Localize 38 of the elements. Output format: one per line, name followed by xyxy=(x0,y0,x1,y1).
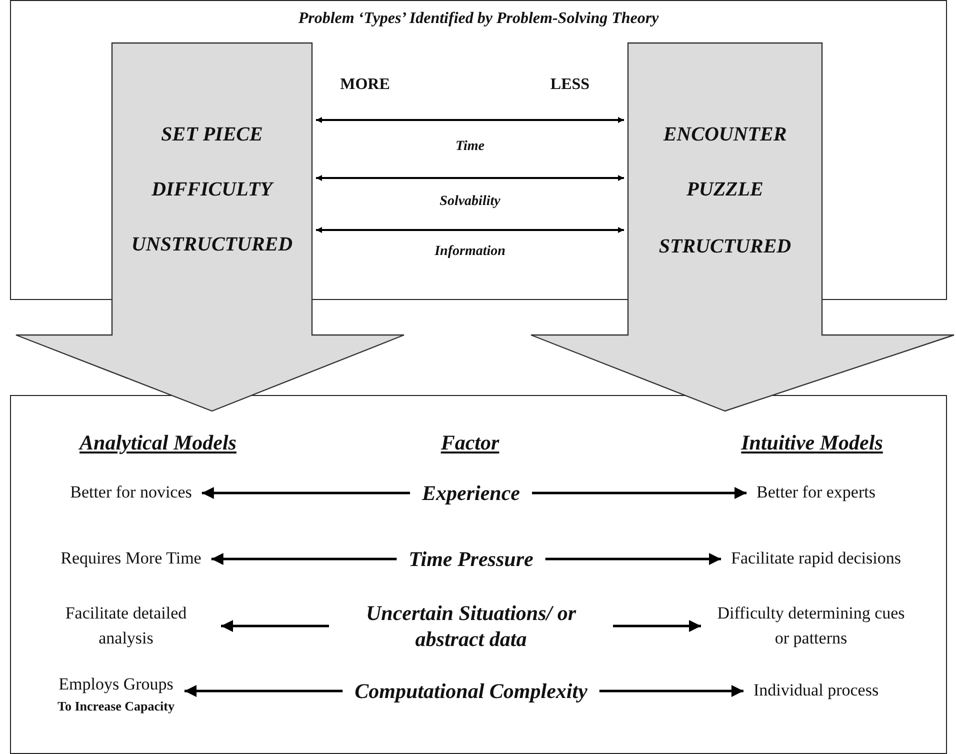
panel-title: Problem ‘Types’ Identified by Problem-Solving Theory xyxy=(298,10,659,28)
column-heading: Analytical Models xyxy=(80,430,236,456)
problem-type: SET PIECE xyxy=(161,124,263,146)
factor-label: Uncertain Situations/ or abstract data xyxy=(341,600,601,652)
model-trait: Employs Groups xyxy=(58,673,174,696)
problem-type: PUZZLE xyxy=(686,178,764,202)
scale-label: MORE xyxy=(340,76,390,94)
model-trait: Better for novices xyxy=(70,480,192,506)
arrow xyxy=(532,487,747,499)
arrow xyxy=(184,685,343,697)
panel-frame xyxy=(10,395,947,754)
problem-type: DIFFICULTY xyxy=(152,178,272,202)
arrow xyxy=(202,487,410,499)
problem-type: STRUCTURED xyxy=(658,236,792,258)
arrow xyxy=(316,227,624,233)
column-heading: Intuitive Models xyxy=(741,430,883,456)
arrow xyxy=(316,175,624,181)
problem-type: UNSTRUCTURED xyxy=(131,234,293,256)
problem-type: ENCOUNTER xyxy=(663,124,787,146)
column-heading: Factor xyxy=(440,430,500,456)
arrow xyxy=(613,620,701,632)
model-trait: Requires More Time xyxy=(60,546,202,572)
edge-label: Solvability xyxy=(436,194,504,210)
factor-label: Computational Complexity xyxy=(354,678,588,704)
arrow xyxy=(599,685,744,697)
model-trait: Better for experts xyxy=(756,480,876,506)
scale-label: LESS xyxy=(550,76,590,94)
note-text: To Increase Capacity xyxy=(58,696,174,716)
arrow xyxy=(211,553,397,565)
arrow xyxy=(316,117,624,123)
model-trait: Individual process xyxy=(753,678,879,704)
model-trait: Facilitate detailed analysis xyxy=(41,601,211,651)
model-trait: Facilitate rapid decisions xyxy=(731,546,901,572)
model-trait: Difficulty determining cues or patterns xyxy=(711,601,911,651)
factor-label: Time Pressure xyxy=(408,546,534,572)
factor-label: Experience xyxy=(422,480,520,506)
arrow xyxy=(221,620,329,632)
arrow xyxy=(545,553,722,565)
